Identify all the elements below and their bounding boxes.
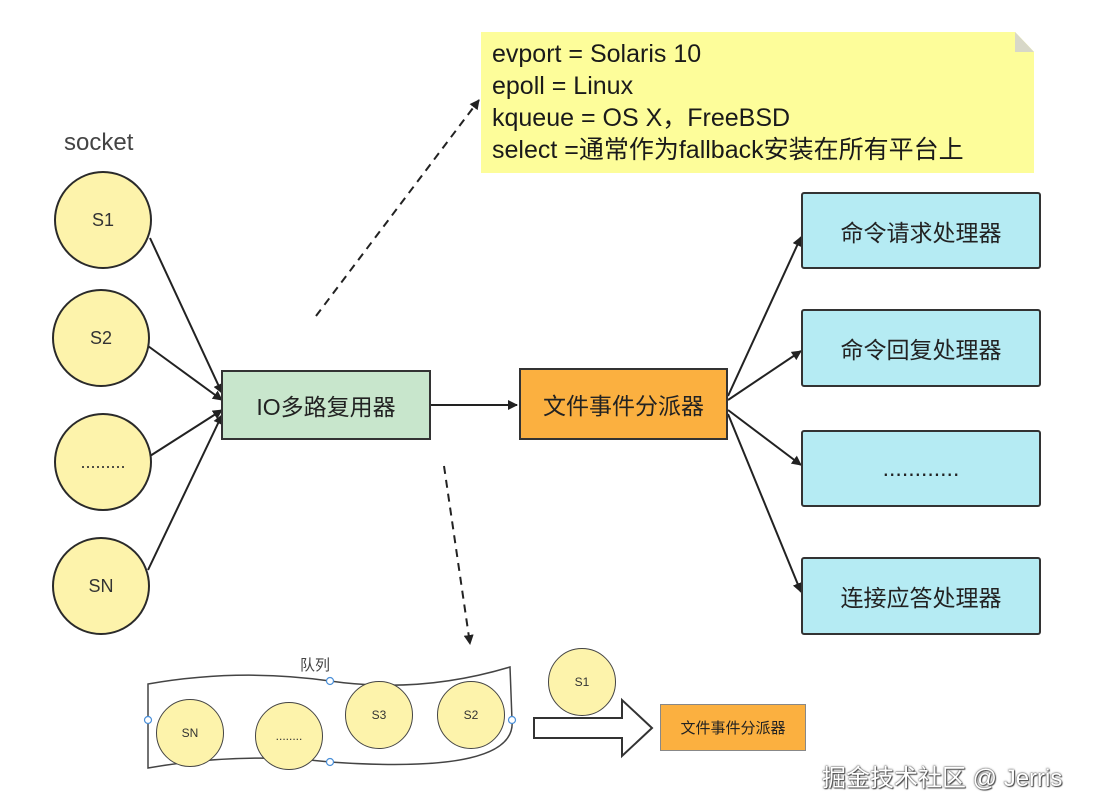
dashed-arrow-to-note <box>315 99 480 317</box>
arrow-dispatcher-to-handler-4 <box>727 413 803 593</box>
queue-handle-right <box>507 715 517 725</box>
arrow-s1-to-multiplexer <box>149 237 223 394</box>
queue-output-arrow <box>533 697 654 759</box>
note-line-select: select =通常作为fallback安装在所有平台上 <box>492 136 964 164</box>
arrow-sn-to-multiplexer <box>147 414 223 571</box>
multiplexer-implementations-note <box>481 32 1034 173</box>
queue-handle-left <box>143 715 153 725</box>
socket-circle-sn: SN <box>52 537 150 635</box>
outgoing-socket-s1: S1 <box>548 648 616 716</box>
arrow-dispatcher-to-handler-2 <box>727 350 802 401</box>
handler-more-box: ............ <box>801 430 1041 507</box>
queue-label: 队列 <box>300 657 331 674</box>
arrow-dispatcher-to-handler-3 <box>727 409 802 466</box>
dashed-arrow-to-queue <box>443 465 474 645</box>
note-line-epoll: epoll = Linux <box>492 72 634 100</box>
connection-accept-handler-box: 连接应答处理器 <box>801 557 1041 635</box>
io-multiplexer-box: IO多路复用器 <box>221 370 431 440</box>
file-event-dispatcher-box: 文件事件分派器 <box>519 368 728 440</box>
queue-target-dispatcher-box: 文件事件分派器 <box>660 704 806 751</box>
socket-label: socket <box>64 129 134 156</box>
arrow-s2-to-multiplexer <box>147 345 223 401</box>
socket-circle-s1: S1 <box>54 171 152 269</box>
queue-handle-bottom <box>325 757 335 767</box>
watermark-text: 掘金技术社区 @ Jerris <box>822 765 1063 792</box>
queue-item-s3: S3 <box>345 681 413 749</box>
note-line-kqueue: kqueue = OS X，FreeBSD <box>492 104 791 132</box>
command-reply-handler-box: 命令回复处理器 <box>801 309 1041 387</box>
queue-handle-top <box>325 676 335 686</box>
queue-item-sn: SN <box>156 699 224 767</box>
queue-item-more: ........ <box>255 702 323 770</box>
arrow-s3-to-multiplexer <box>149 409 223 457</box>
command-request-handler-box: 命令请求处理器 <box>801 192 1041 269</box>
socket-circle-s2: S2 <box>52 289 150 387</box>
arrow-dispatcher-to-handler-1 <box>727 236 802 397</box>
queue-item-s2: S2 <box>437 681 505 749</box>
socket-circle-more: ......... <box>54 413 152 511</box>
note-line-evport: evport = Solaris 10 <box>492 40 702 68</box>
